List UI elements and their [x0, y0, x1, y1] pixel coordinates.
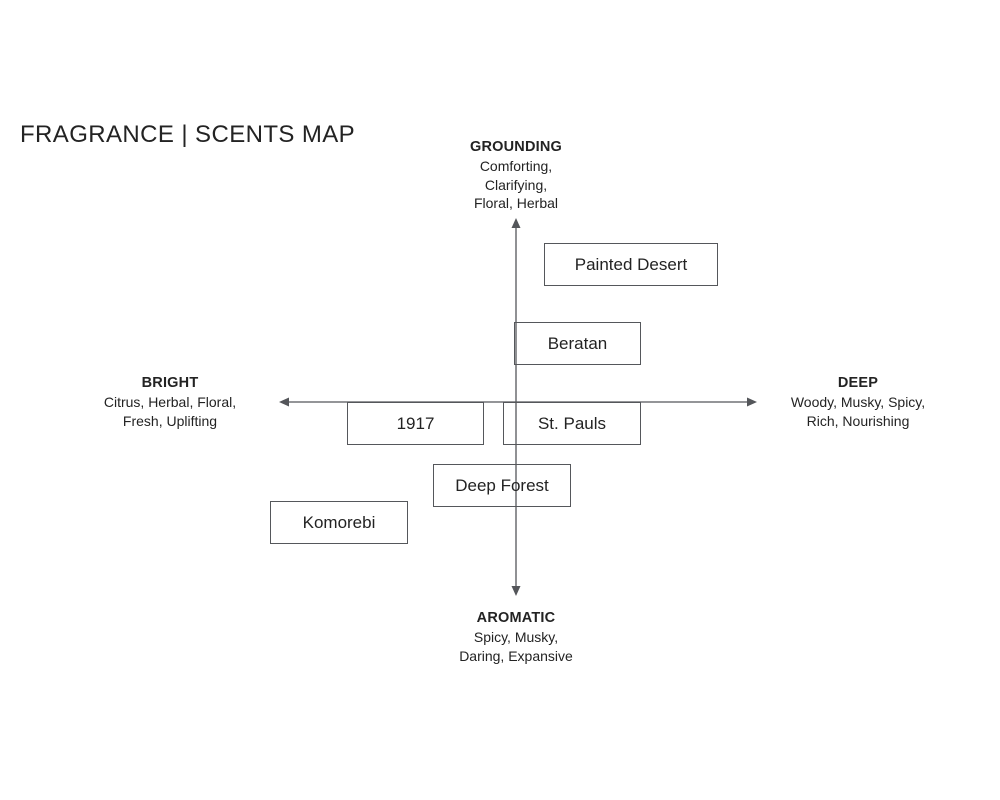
scent-name: Beratan	[547, 333, 608, 353]
axis-desc-line: Daring, Expansive	[459, 647, 573, 664]
scent-name: Deep Forest	[455, 475, 549, 495]
axis-desc-line: Clarifying,	[484, 176, 548, 193]
arrow-up-icon	[511, 218, 521, 228]
scent-name: St. Pauls	[537, 413, 607, 433]
scent-box-deep-forest: Deep Forest	[433, 464, 571, 507]
axis-desc-line: Citrus, Herbal, Floral,	[103, 394, 237, 410]
axis-label-bright: BRIGHT Citrus, Herbal, Floral, Fresh, Up…	[50, 374, 290, 430]
axis-title-aromatic: AROMATIC	[476, 610, 556, 626]
axis-desc-line: Rich, Nourishing	[806, 412, 910, 429]
scent-box-1917: 1917	[347, 402, 484, 445]
axis-desc-line: Fresh, Uplifting	[122, 412, 218, 429]
arrow-left-icon	[279, 397, 289, 407]
axis-label-deep: DEEP Woody, Musky, Spicy, Rich, Nourishi…	[738, 374, 978, 430]
scent-box-komorebi: Komorebi	[270, 501, 408, 544]
scent-box-st-pauls: St. Pauls	[503, 402, 641, 445]
axis-desc-line: Comforting,	[479, 158, 553, 174]
axis-desc-line: Woody, Musky, Spicy,	[790, 394, 926, 410]
page-title: FRAGRANCE | SCENTS MAP	[20, 121, 356, 148]
scent-box-beratan: Beratan	[514, 322, 641, 365]
arrow-down-icon	[511, 586, 521, 596]
scent-box-painted-desert: Painted Desert	[544, 243, 718, 286]
axis-desc-line: Floral, Herbal	[473, 195, 559, 211]
scent-name: Komorebi	[302, 512, 376, 532]
axis-label-grounding: GROUNDING Comforting, Clarifying, Floral…	[396, 138, 636, 213]
axis-title-deep: DEEP	[837, 375, 879, 391]
scent-name: Painted Desert	[574, 254, 688, 274]
axis-title-grounding: GROUNDING	[469, 139, 563, 155]
scent-name: 1917	[396, 413, 435, 433]
axis-label-aromatic: AROMATIC Spicy, Musky, Daring, Expansive	[396, 609, 636, 665]
axis-title-bright: BRIGHT	[141, 375, 199, 391]
arrow-right-icon	[747, 397, 757, 407]
axis-desc-line: Spicy, Musky,	[473, 629, 559, 645]
